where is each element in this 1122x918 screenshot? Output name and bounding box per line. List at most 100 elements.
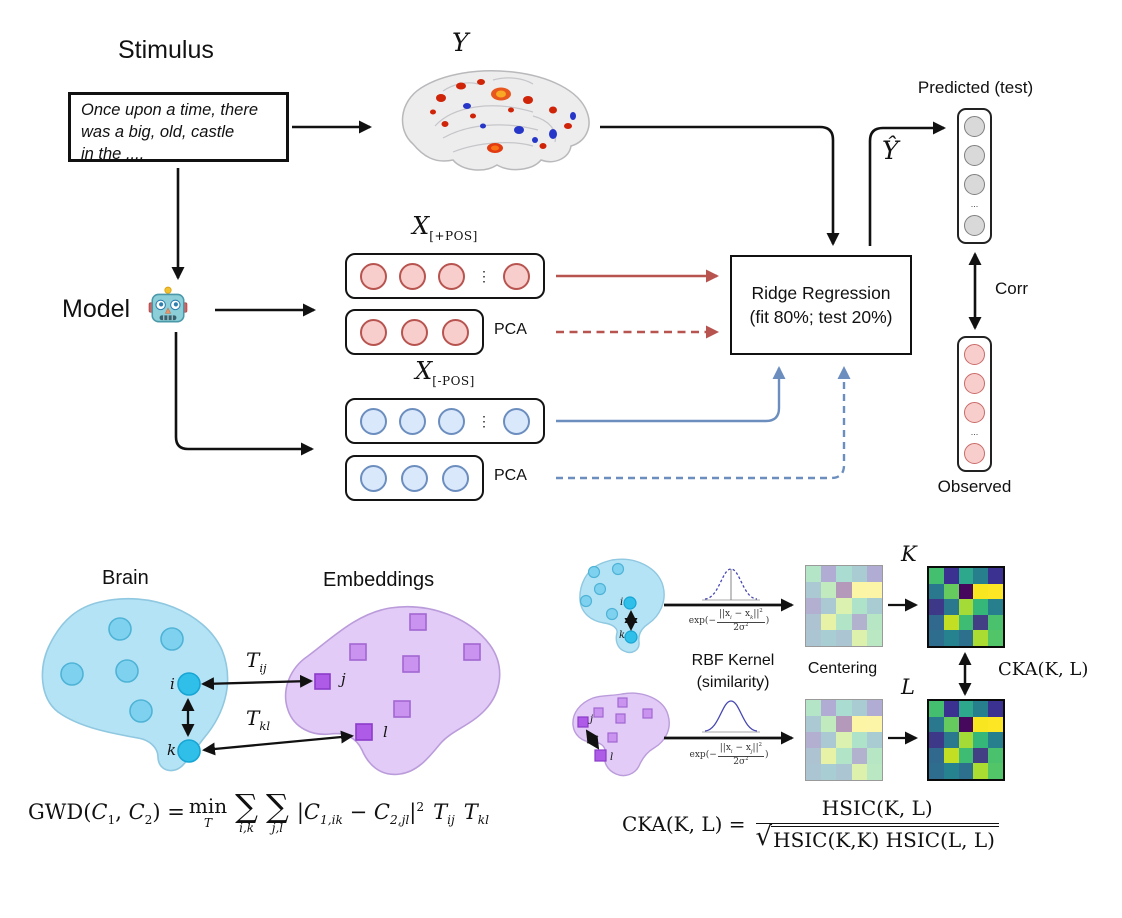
- feature-circle: [360, 407, 387, 435]
- matrix-cell: [929, 701, 944, 717]
- gwd-min-base: min: [188, 794, 228, 819]
- gwd-t1: Tij: [433, 800, 455, 827]
- cka-embeddings-points: [577, 697, 653, 762]
- matrix-cell: [821, 598, 837, 614]
- vector-ellipsis: ⋮: [477, 267, 491, 284]
- matrix-cell: [836, 614, 852, 630]
- predicted-voxel: [964, 215, 985, 236]
- gwd-min: min T: [189, 796, 227, 830]
- matrix-cell: [836, 630, 852, 646]
- t-ij-label: Tij: [246, 648, 267, 675]
- exp-num3: ||: [752, 743, 759, 753]
- matrix-cell: [973, 630, 989, 646]
- x-pos-label: X[+POS]: [393, 212, 497, 243]
- rbf-kernel-label: RBF Kernel (similarity): [683, 650, 783, 693]
- matrix-cell: [973, 568, 989, 584]
- feature-circle: [503, 262, 530, 290]
- gwd-c1ik-sub: 1,ik: [320, 812, 343, 827]
- cka-point-i-label: i: [620, 597, 624, 608]
- point-j-square: [314, 673, 331, 690]
- gwd-min-sub: T: [204, 816, 213, 831]
- exp-num2: − x: [731, 609, 751, 619]
- exp-minus: −: [708, 616, 716, 627]
- gwd-c2jl-sub: 2,jl: [389, 812, 410, 827]
- matrix-cell: [988, 630, 1003, 646]
- matrix-cell: [821, 700, 837, 716]
- matrix-cell: [943, 583, 959, 600]
- matrix-cell: [929, 583, 944, 600]
- cka-point-l-label: l: [610, 752, 614, 763]
- matrix-cell: [988, 614, 1003, 631]
- matrix-cell: [943, 568, 959, 584]
- robot-icon: [148, 286, 188, 323]
- stimulus-text-line2: was a big, old, castle: [81, 122, 235, 141]
- cka-formula: CKA(K, L) = HSIC(K, L) √ HSIC(K,K) HSIC(…: [622, 796, 999, 852]
- cka-point-l-square: [594, 749, 607, 762]
- matrix-cell: [851, 582, 867, 598]
- embeddings-blob-points: [314, 613, 481, 741]
- x-neg-label: X[-POS]: [393, 357, 497, 388]
- brain-hotspot2-core: [491, 145, 499, 151]
- kernel-matrix-bottom: [805, 699, 883, 781]
- gwd-term: |C1,ik − C2,jl|2: [297, 800, 424, 827]
- matrix-cell: [866, 614, 882, 630]
- matrix-cell: [821, 748, 837, 764]
- matrix-cell: [988, 763, 1003, 779]
- matrix-cell: [943, 732, 959, 748]
- cka-brain-points: [579, 562, 638, 644]
- matrix-cell: [929, 630, 944, 646]
- matrix-cell: [973, 732, 989, 748]
- matrix-cell: [973, 747, 989, 764]
- t-ij-base: T: [246, 648, 260, 672]
- predicted-voxel: [964, 144, 985, 166]
- matrix-cell: [836, 700, 852, 716]
- matrix-cell: [851, 748, 867, 764]
- matrix-cell: [836, 732, 852, 748]
- matrix-cell: [866, 566, 882, 582]
- observed-voxel: [964, 372, 985, 394]
- gaussian-curve-bottom: [702, 700, 760, 733]
- predicted-voxel: [964, 173, 985, 195]
- matrix-cell: [866, 764, 882, 780]
- predicted-label: Predicted (test): [917, 78, 1034, 97]
- matrix-cell: [851, 614, 867, 630]
- matrix-cell: [958, 583, 974, 600]
- arrow-t-kl: [202, 730, 354, 756]
- matrix-cell: [836, 582, 852, 598]
- exp-num: ||x: [718, 609, 731, 619]
- matrix-cell: [851, 598, 867, 614]
- gwd-eq: =: [167, 799, 185, 824]
- matrix-cell: [806, 598, 822, 614]
- matrix-cell: [929, 732, 944, 748]
- matrix-cell: [929, 599, 944, 615]
- arrow-xneg-solid: [556, 366, 786, 423]
- point-j-label: j: [341, 670, 346, 688]
- cka-point-k-label: k: [619, 630, 626, 641]
- stimulus-text-line1: Once upon a time, there: [81, 101, 259, 119]
- gwd-c1-sub: 1: [107, 812, 116, 827]
- arrow-t-ij: [201, 674, 313, 691]
- exp-den: 2σ: [733, 756, 746, 767]
- gwd-sum1: ∑ i,k: [235, 790, 258, 835]
- matrix-cell: [806, 732, 822, 748]
- x-neg-pca-vector: [345, 455, 484, 501]
- matrix-cell: [866, 630, 882, 646]
- gwd-t1-sub: ij: [447, 812, 455, 827]
- matrix-cell: [851, 732, 867, 748]
- brain-folds: [434, 77, 557, 153]
- matrix-cell: [806, 716, 822, 732]
- matrix-cell: [929, 716, 944, 733]
- matrix-cell: [988, 747, 1003, 764]
- feature-circle: [401, 318, 428, 346]
- matrix-cell: [958, 747, 974, 764]
- matrix-cell: [851, 700, 867, 716]
- rbf-line1: RBF Kernel: [691, 652, 775, 669]
- matrix-cell: [943, 599, 959, 615]
- cka-lhs: CKA(K, L) =: [622, 812, 746, 836]
- observed-voxel: [964, 401, 985, 423]
- matrix-cell: [821, 582, 837, 598]
- t-kl-label: Tkl: [246, 706, 270, 733]
- matrix-cell: [988, 732, 1003, 748]
- gwd-c2jl: C: [373, 799, 390, 824]
- matrix-cell: [973, 583, 989, 600]
